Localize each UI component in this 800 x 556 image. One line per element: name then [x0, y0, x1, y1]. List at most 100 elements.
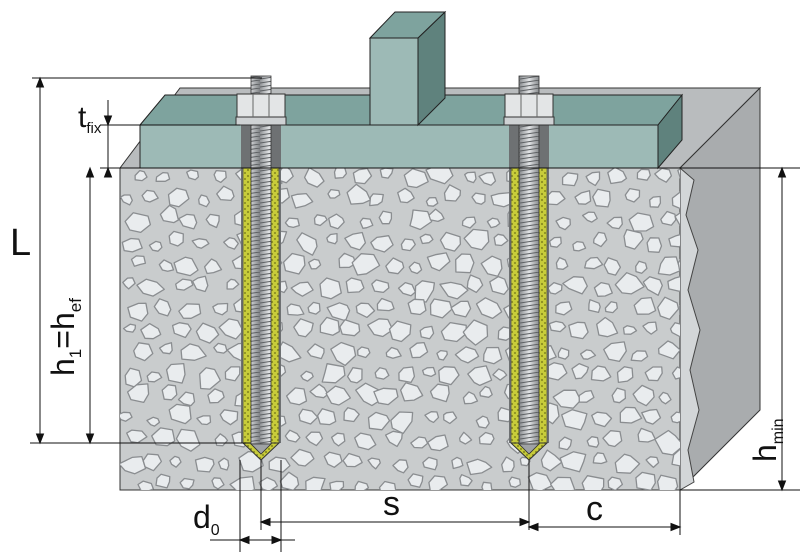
aggregate-stone — [126, 383, 150, 404]
aggregate-stone — [385, 257, 405, 275]
aggregate-stone — [151, 427, 176, 447]
aggregate-stone — [329, 480, 345, 490]
anchors — [235, 75, 555, 461]
aggregate-stone — [309, 383, 329, 399]
aggregate-stone — [450, 300, 472, 318]
aggregate-stone — [540, 449, 563, 472]
dimension-labels: L tfix h1=hef d0 s c hmin — [10, 101, 787, 539]
aggregate-stone — [219, 409, 239, 426]
aggregate-stone — [439, 231, 462, 252]
aggregate-stone — [604, 301, 618, 314]
aggregate-stone — [130, 255, 147, 267]
aggregate-stone — [466, 274, 484, 294]
aggregate-stone — [459, 474, 473, 487]
concrete-broken-edge — [679, 166, 701, 491]
aggregate-stone — [654, 168, 673, 183]
aggregate-stone — [489, 275, 509, 296]
concrete-block — [119, 86, 762, 492]
aggregate-stone — [592, 231, 608, 248]
aggregate-stone — [120, 411, 133, 422]
arrowhead — [527, 522, 539, 532]
aggregate-stone — [134, 169, 148, 182]
aggregate-stone — [438, 366, 460, 386]
aggregate-stone — [455, 253, 475, 274]
aggregate-stone — [354, 480, 370, 490]
label-L: L — [10, 222, 31, 264]
plate-front-face — [139, 124, 659, 169]
aggregate-stone — [367, 318, 394, 338]
aggregate-stone — [369, 193, 384, 207]
aggregate-stone — [346, 183, 372, 205]
aggregate-stone — [330, 432, 346, 447]
aggregate-stone — [527, 472, 553, 490]
aggregate-stone — [191, 238, 210, 249]
aggregate-stone — [443, 184, 462, 202]
aggregate-stone — [279, 471, 300, 490]
aggregate-stone — [479, 385, 493, 398]
dimension-lines — [30, 76, 800, 552]
arrowhead — [670, 522, 682, 532]
aggregate-stone — [422, 456, 438, 471]
aggregate-stone — [633, 296, 657, 315]
aggregate-stone — [305, 431, 324, 447]
aggregate-stone — [407, 473, 424, 488]
aggregate-stone — [578, 389, 595, 403]
aggregate-stone — [388, 320, 412, 343]
aggregate-stone — [313, 214, 328, 227]
arrowhead — [35, 433, 45, 445]
aggregate-stone — [606, 216, 623, 230]
label-d0: d0 — [193, 499, 220, 539]
aggregate-stone — [122, 277, 136, 290]
aggregate-stone — [194, 456, 215, 473]
aggregate-stone — [636, 168, 651, 181]
aggregate-stone — [427, 434, 449, 452]
hex-nut — [236, 93, 286, 118]
aggregate-stone — [451, 456, 464, 470]
aggregate-stone — [392, 459, 409, 474]
aggregate-stone — [186, 169, 200, 181]
aggregate-stone — [178, 213, 198, 230]
aggregate-stone — [467, 365, 493, 387]
aggregate-stone — [224, 366, 241, 382]
aggregate-stone — [463, 228, 490, 251]
aggregate-stone — [296, 232, 318, 256]
aggregate-stone — [168, 230, 184, 247]
aggregate-stone — [140, 322, 162, 340]
aggregate-stone — [285, 387, 308, 406]
washer — [503, 116, 555, 126]
aggregate-stone — [607, 168, 628, 185]
aggregate-stone — [385, 346, 402, 359]
aggregate-stone — [218, 318, 244, 340]
rod-tip — [250, 443, 272, 455]
aggregate-stone — [464, 171, 477, 184]
aggregate-stone — [191, 275, 209, 293]
aggregate-stone — [169, 455, 182, 468]
aggregate-stone — [212, 302, 229, 316]
aggregate-stone — [579, 349, 597, 360]
aggregate-stone — [475, 415, 490, 429]
arrowhead — [777, 166, 787, 178]
aggregate-stone — [321, 363, 346, 384]
label-s: s — [383, 485, 400, 523]
arrowhead — [85, 433, 95, 445]
aggregate-stone — [137, 480, 155, 490]
aggregate-stone — [307, 301, 321, 315]
washer — [235, 116, 287, 126]
aggregate-stone — [216, 185, 235, 202]
aggregate-stone — [165, 362, 186, 384]
aggregate-stone — [584, 256, 604, 270]
aggregate-stone — [374, 367, 390, 380]
aggregate-stone — [168, 403, 192, 425]
aggregate-stone — [409, 341, 429, 359]
aggregate-stone — [319, 277, 342, 300]
rod-tip — [518, 443, 540, 455]
aggregate-stone — [443, 411, 458, 425]
aggregate-stone — [436, 349, 448, 361]
aggregate-stone — [133, 342, 154, 362]
aggregate-stone — [400, 238, 416, 252]
aggregate-stone — [175, 278, 194, 291]
aggregate-stone — [475, 297, 503, 320]
aggregate-stone — [462, 319, 489, 346]
aggregate-stone — [203, 258, 223, 275]
